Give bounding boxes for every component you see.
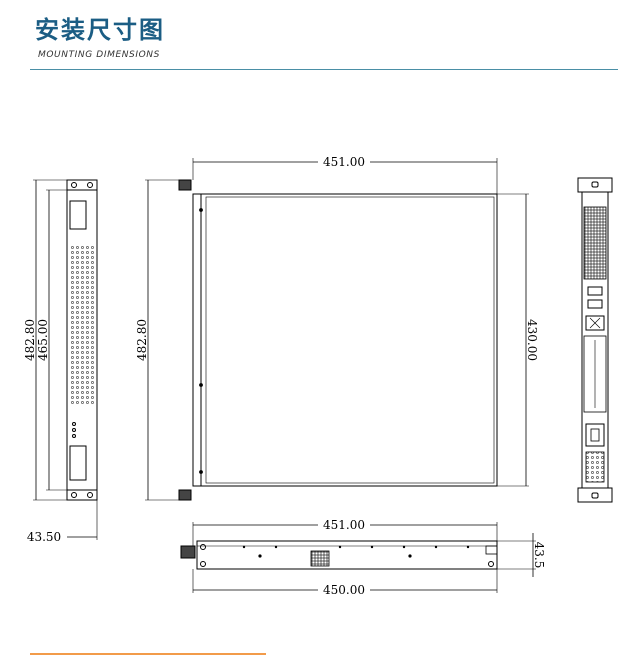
rear-port [587,299,603,309]
ear-hole [71,492,77,498]
power-inlet [585,423,605,447]
psu-fan-grille [585,451,605,483]
front-port-panel [69,445,87,481]
top-ear-block [178,179,192,191]
dim-side-height: 43.5 [532,542,546,569]
top-chassis [200,193,498,487]
header: 安装尺寸图 MOUNTING DIMENSIONS [0,0,640,75]
rear-io-ports [583,206,607,280]
side-chassis [196,540,498,570]
dim-top-width: 451.00 [323,155,365,169]
rear-top-ear [577,177,613,193]
led-indicator [72,434,76,438]
dim-front-depth: 43.50 [27,530,61,544]
header-divider [30,69,618,70]
dim-side-width-top: 451.00 [323,518,365,532]
front-vent-grille [70,246,94,406]
top-front-flange [192,193,202,487]
top-view [145,158,529,501]
ear-hole [87,182,93,188]
side-rivets [242,545,470,558]
led-indicator [72,428,76,432]
rear-view [577,177,613,503]
rear-bottom-ear [577,487,613,503]
page-title: 安装尺寸图 [35,16,165,44]
led-indicator [72,422,76,426]
dim-top-height: 482.80 [135,319,149,361]
rear-expansion-slot [583,335,607,413]
side-view [180,522,536,593]
ear-hole [71,182,77,188]
dim-side-width-bottom: 450.00 [323,583,365,597]
side-ear-block [180,545,196,559]
rear-panel [581,191,609,489]
side-vent [310,550,330,567]
side-screw [200,561,206,567]
rear-port [587,286,603,296]
dim-top-depth: 430.00 [525,319,539,361]
front-panel [66,189,98,491]
top-chassis-inner [205,196,495,484]
page-subtitle: MOUNTING DIMENSIONS [38,50,160,60]
front-view [33,179,98,540]
side-screw [488,561,494,567]
bottom-ear-block [178,489,192,501]
dim-front-height-outer: 482.80 [23,319,37,361]
footer-accent-bar [30,653,266,655]
dim-front-height-inner: 465.00 [36,319,50,361]
front-display [69,200,87,230]
side-screw [200,544,206,550]
ear-hole [87,492,93,498]
rear-connector [585,315,605,331]
